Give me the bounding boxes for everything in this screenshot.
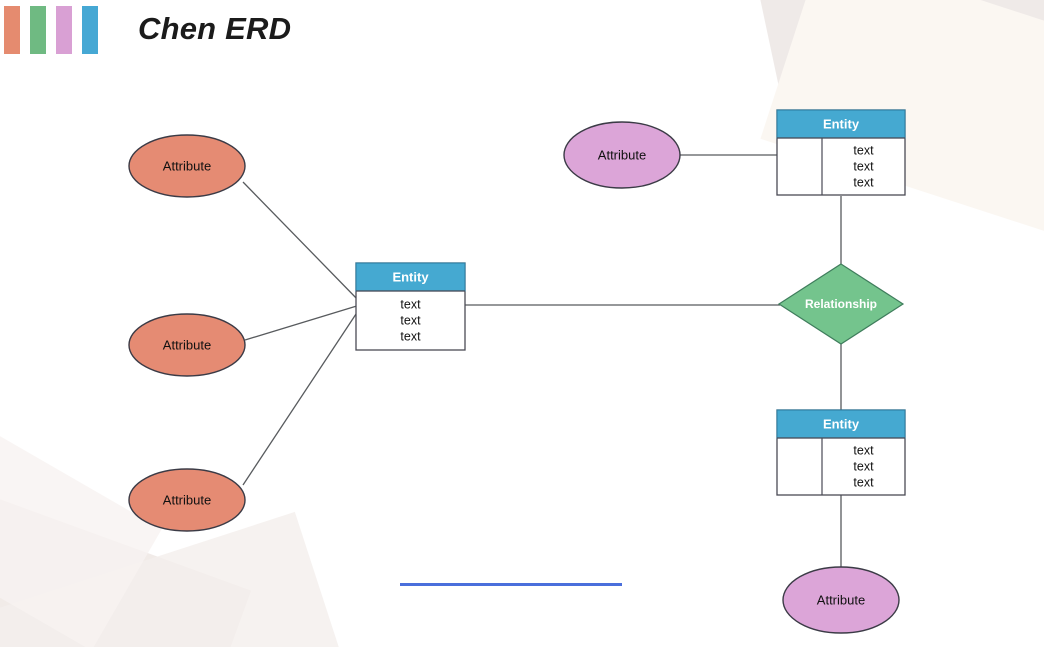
bar-pink	[56, 6, 72, 54]
entity-top-right-header[interactable]	[776, 109, 906, 139]
shape-layer: AttributeAttributeAttributeAttributeAttr…	[128, 109, 906, 634]
relationship-center-shape[interactable]	[777, 263, 905, 345]
entity-top-right-row-2: text	[853, 176, 874, 190]
attr-left-top-shape[interactable]	[128, 134, 246, 198]
conn-attr-left-top-to-entity	[242, 181, 361, 303]
entity-top-right-row-0: text	[853, 144, 874, 158]
attr-left-top[interactable]: Attribute	[128, 134, 246, 198]
attr-top-right-label: Attribute	[598, 147, 646, 162]
entity-center-row-1: text	[400, 314, 421, 328]
relationship-center-label: Relationship	[805, 297, 877, 311]
attr-top-right-shape[interactable]	[563, 121, 681, 189]
entity-bottom-right[interactable]: Entity text text text	[776, 409, 906, 496]
entity-bottom-right-row-1: text	[853, 460, 874, 474]
entity-bottom-right-row-2: text	[853, 476, 874, 490]
entity-center-header[interactable]	[355, 262, 466, 292]
relationship-center[interactable]: Relationship	[777, 263, 905, 345]
attr-bottom[interactable]: Attribute	[782, 566, 900, 634]
entity-bottom-right-title: Entity	[823, 416, 860, 431]
entity-bottom-right-header[interactable]	[776, 409, 906, 439]
entity-top-right[interactable]: Entity text text text	[776, 109, 906, 196]
conn-attr-left-middle-to-entity	[244, 304, 361, 341]
page-title: Chen ERD	[138, 11, 292, 46]
attr-left-middle-shape[interactable]	[128, 313, 246, 377]
bar-salmon	[4, 6, 20, 54]
attr-left-top-label: Attribute	[163, 158, 211, 173]
entity-top-right-title: Entity	[823, 116, 860, 131]
header-color-bars	[4, 6, 98, 54]
entity-center-row-0: text	[400, 298, 421, 312]
entity-top-right-row-1: text	[853, 160, 874, 174]
entity-center[interactable]: Entity text text text	[355, 262, 466, 351]
attr-top-right[interactable]: Attribute	[563, 121, 681, 189]
bar-blue	[82, 6, 98, 54]
attr-left-bottom-label: Attribute	[163, 492, 211, 507]
bar-green	[30, 6, 46, 54]
entity-center-title: Entity	[392, 269, 429, 284]
attr-bottom-label: Attribute	[817, 592, 865, 607]
entity-center-row-2: text	[400, 330, 421, 344]
attr-left-bottom[interactable]: Attribute	[128, 468, 246, 532]
attr-left-bottom-shape[interactable]	[128, 468, 246, 532]
attr-left-middle[interactable]: Attribute	[128, 313, 246, 377]
attr-left-middle-label: Attribute	[163, 337, 211, 352]
conn-attr-left-bottom-to-entity	[242, 307, 361, 486]
entity-bottom-right-row-0: text	[853, 444, 874, 458]
connector-layer	[242, 154, 842, 567]
selection-underline[interactable]	[400, 583, 622, 586]
attr-bottom-shape[interactable]	[782, 566, 900, 634]
